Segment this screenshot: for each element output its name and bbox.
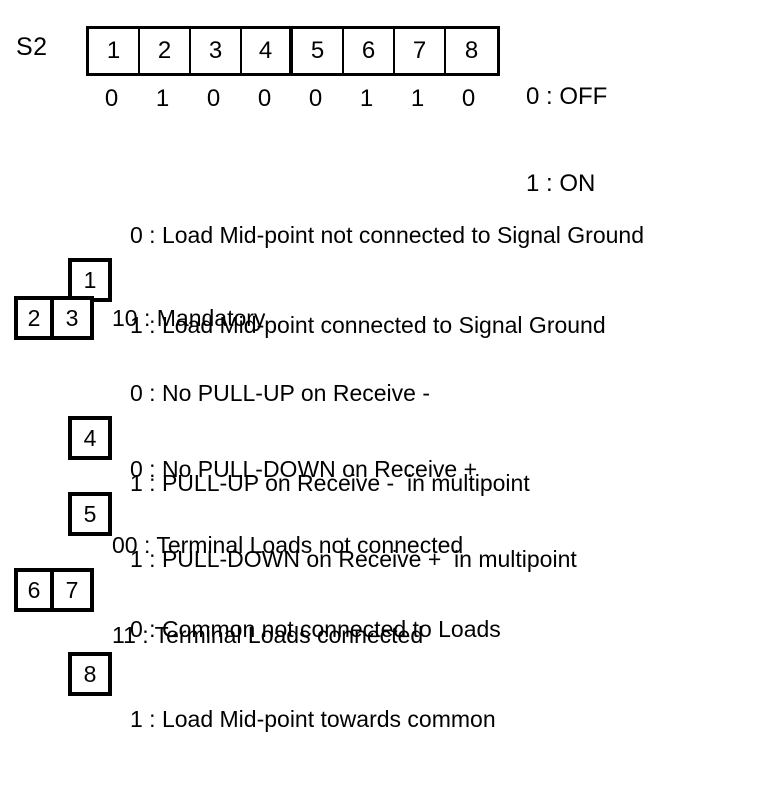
switch-cell-4[interactable]: 4 <box>242 29 293 73</box>
description-text-2-3: 10 : Mandatory <box>112 243 265 393</box>
switch-ref-5: 5 <box>83 500 97 527</box>
switch-bank: 1 2 3 4 5 6 7 8 <box>86 26 500 76</box>
bit-value-8: 0 <box>461 85 476 112</box>
description-text-4: 0 : No PULL-UP on Receive - 1 : PULL-UP … <box>130 318 530 558</box>
description-line-6-7-0: 00 : Terminal Loads not connected <box>112 532 464 558</box>
switch-cell-3[interactable]: 3 <box>191 29 242 73</box>
switch-ref-box-group-8: 8 <box>68 652 112 696</box>
bit-value-7: 1 <box>410 85 425 112</box>
description-line-8-1: 1 : Load Mid-point towards common <box>130 706 496 732</box>
legend-on: 1 : ON <box>526 170 596 197</box>
bit-value-6: 1 <box>359 85 374 112</box>
switch-ref-3: 3 <box>65 304 79 331</box>
description-text-8: 0 : Common not connected to Loads 1 : Lo… <box>130 554 501 794</box>
description-line-2-3-0: 10 : Mandatory <box>112 305 266 331</box>
description-text-1: 0 : Load Mid-point not connected to Sign… <box>130 160 644 400</box>
switch-ref-8: 8 <box>83 660 97 687</box>
switch-cell-7[interactable]: 7 <box>395 29 446 73</box>
switch-cell-6[interactable]: 6 <box>344 29 395 73</box>
switch-ref-2: 2 <box>18 300 54 336</box>
switch-cell-1[interactable]: 1 <box>89 29 140 73</box>
description-line-5-0: 0 : No PULL-DOWN on Receive + <box>130 456 478 482</box>
switch-cell-8[interactable]: 8 <box>464 37 479 64</box>
switch-ref-box-group-4: 4 <box>68 416 112 460</box>
switch-bit-values: 0 1 0 0 0 1 1 0 <box>86 84 494 114</box>
bit-value-1: 0 <box>104 85 119 112</box>
legend-off: 0 : OFF <box>526 83 608 110</box>
bit-value-3: 0 <box>206 85 221 112</box>
bit-value-2: 1 <box>155 85 170 112</box>
description-line-8-0: 0 : Common not connected to Loads <box>130 616 501 642</box>
description-row-switch-4: 4 0 : No PULL-UP on Receive - 1 : PULL-U… <box>68 318 530 558</box>
switch-ref-6: 6 <box>18 572 54 608</box>
switch-ref-4: 4 <box>83 424 97 451</box>
switch-cell-5[interactable]: 5 <box>293 29 344 73</box>
description-row-switch-5: 5 0 : No PULL-DOWN on Receive + 1 : PULL… <box>68 394 577 634</box>
bit-value-4: 0 <box>257 85 272 112</box>
description-row-switch-8: 8 0 : Common not connected to Loads 1 : … <box>68 554 501 794</box>
switch-cell-2[interactable]: 2 <box>140 29 191 73</box>
description-text-5: 0 : No PULL-DOWN on Receive + 1 : PULL-D… <box>130 394 577 634</box>
switch-ref-box-group-2-3: 2 3 <box>14 296 94 340</box>
dip-switch-diagram: S2 1 2 3 4 5 6 7 8 0 1 0 0 0 1 1 0 0 : O… <box>14 24 644 732</box>
switch-ref-7: 7 <box>65 576 79 603</box>
description-line-4-0: 0 : No PULL-UP on Receive - <box>130 380 430 406</box>
switch-ref-1: 1 <box>83 266 97 293</box>
switch-ref-box-group-6-7: 6 7 <box>14 568 94 612</box>
description-line-4-1: 1 : PULL-UP on Receive - in multipoint <box>130 470 530 496</box>
description-line-5-1: 1 : PULL-DOWN on Receive + in multipoint <box>130 546 577 572</box>
switch-ref-box-group-5: 5 <box>68 492 112 536</box>
switch-bank-label: S2 <box>16 33 48 61</box>
description-row-switch-2-3: 2 3 10 : Mandatory <box>14 243 265 393</box>
state-legend: 0 : OFF 1 : ON <box>526 24 607 256</box>
description-line-1-0: 0 : Load Mid-point not connected to Sign… <box>130 222 645 248</box>
bit-value-5: 0 <box>308 85 323 112</box>
description-line-1-1: 1 : Load Mid-point connected to Signal G… <box>130 312 606 338</box>
